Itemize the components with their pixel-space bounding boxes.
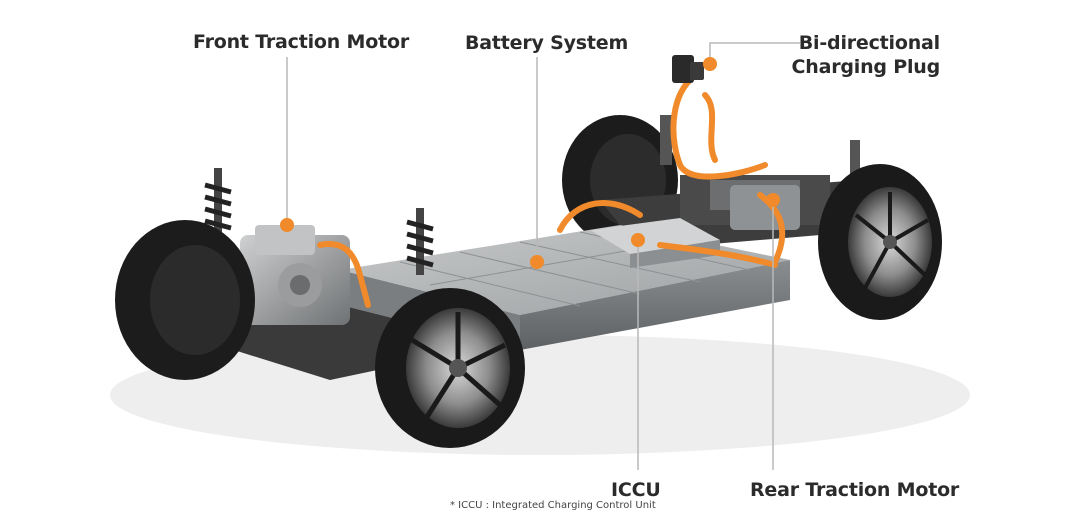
charging-plug xyxy=(672,55,704,83)
rear-strut-right xyxy=(850,140,860,180)
label-bidirectional-charging-plug: Bi-directional Charging Plug xyxy=(760,31,941,79)
marker-iccu xyxy=(631,233,645,247)
callout-markers xyxy=(280,57,780,269)
wheel-rear-right xyxy=(818,164,942,320)
label-battery-system: Battery System xyxy=(465,32,629,54)
hv-cables xyxy=(317,77,786,308)
label-iccu: ICCU xyxy=(611,479,661,501)
marker-front-motor xyxy=(280,218,294,232)
label-bidirectional-line2: Charging Plug xyxy=(791,56,941,78)
wheel-front-right xyxy=(375,288,525,448)
front-right-strut xyxy=(406,208,434,275)
front-left-strut xyxy=(204,168,232,235)
marker-rear-motor xyxy=(766,193,780,207)
marker-battery xyxy=(530,255,544,269)
marker-bidirectional xyxy=(703,57,717,71)
rear-motor-assembly xyxy=(730,185,800,230)
ground-shadow xyxy=(110,335,970,455)
label-bidirectional-line1: Bi-directional xyxy=(798,32,940,54)
label-rear-traction-motor: Rear Traction Motor xyxy=(750,479,960,501)
rear-strut-left xyxy=(660,115,672,165)
footnote-iccu-definition: * ICCU : Integrated Charging Control Uni… xyxy=(450,500,656,511)
front-motor-assembly xyxy=(240,225,350,325)
wheel-front-left xyxy=(115,220,255,380)
label-front-traction-motor: Front Traction Motor xyxy=(193,31,409,53)
leader-lines xyxy=(286,42,800,470)
